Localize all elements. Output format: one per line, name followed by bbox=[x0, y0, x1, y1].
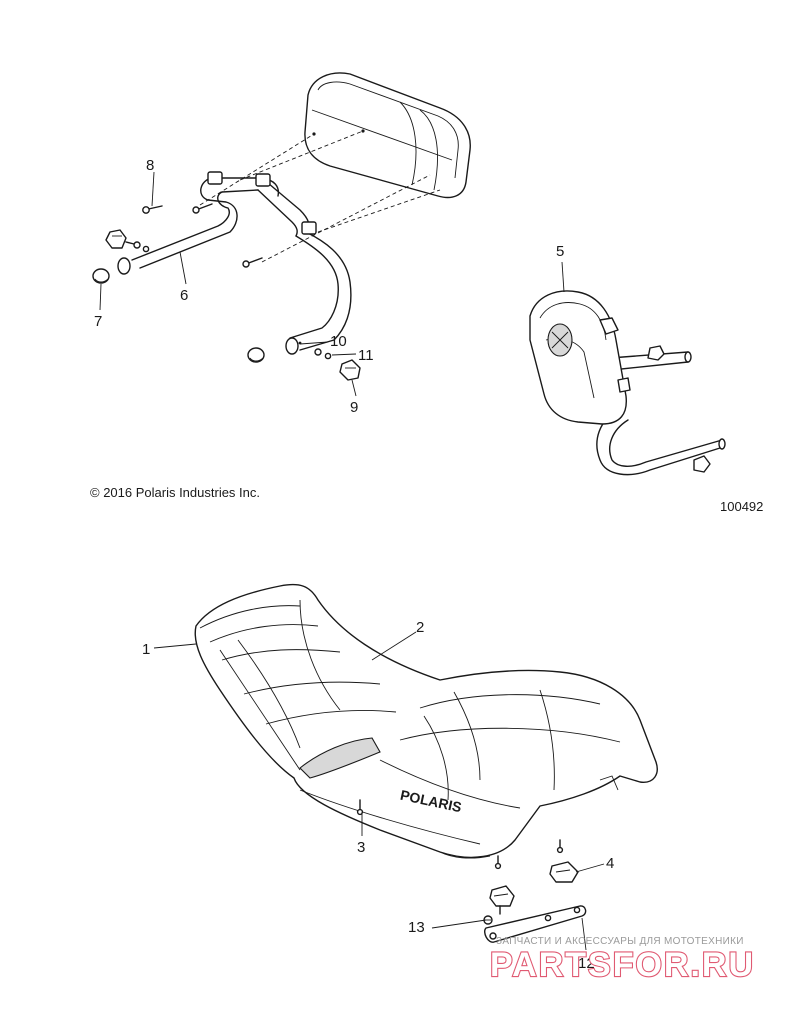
callout-labels: 1 2 3 4 5 6 7 8 9 10 11 12 13 bbox=[94, 157, 614, 972]
seat-assembly: POLARIS bbox=[194, 583, 658, 870]
watermark: ЗАПЧАСТИ И АКСЕССУАРЫ ДЛЯ МОТОТЕХНИКИ PA… bbox=[489, 936, 755, 985]
callout-8: 8 bbox=[146, 157, 154, 174]
callout-3: 3 bbox=[357, 839, 365, 856]
end-cap-7 bbox=[92, 268, 110, 284]
copyright-text: © 2016 Polaris Industries Inc. bbox=[90, 485, 260, 500]
backrest-frame bbox=[117, 171, 352, 355]
callout-11: 11 bbox=[358, 347, 374, 364]
callout-7: 7 bbox=[94, 313, 102, 330]
watermark-tagline: ЗАПЧАСТИ И АКСЕССУАРЫ ДЛЯ МОТОТЕХНИКИ bbox=[496, 936, 744, 947]
backrest-installed-5 bbox=[529, 290, 726, 476]
callout-2: 2 bbox=[416, 619, 424, 636]
callout-4: 4 bbox=[606, 855, 614, 872]
washer-11 bbox=[314, 348, 332, 360]
callout-9: 9 bbox=[350, 399, 358, 416]
watermark-site: PARTSFOR.RU bbox=[490, 946, 755, 984]
callout-1: 1 bbox=[142, 641, 150, 658]
leader-lines bbox=[99, 171, 605, 951]
diagram-id: 100492 bbox=[720, 499, 763, 514]
callout-12: 12 bbox=[578, 955, 595, 972]
backrest-assembly bbox=[92, 72, 471, 381]
bolt-8 bbox=[142, 203, 263, 268]
callout-6: 6 bbox=[180, 287, 188, 304]
knob-9 bbox=[339, 359, 361, 381]
callout-5: 5 bbox=[556, 243, 564, 260]
callout-10: 10 bbox=[330, 333, 347, 350]
knob-left bbox=[105, 229, 150, 253]
callout-13: 13 bbox=[408, 919, 425, 936]
bracket-12 bbox=[484, 905, 587, 943]
backrest-pad bbox=[304, 72, 471, 199]
end-cap-right bbox=[247, 347, 265, 363]
seat-latch-4 bbox=[489, 861, 579, 915]
